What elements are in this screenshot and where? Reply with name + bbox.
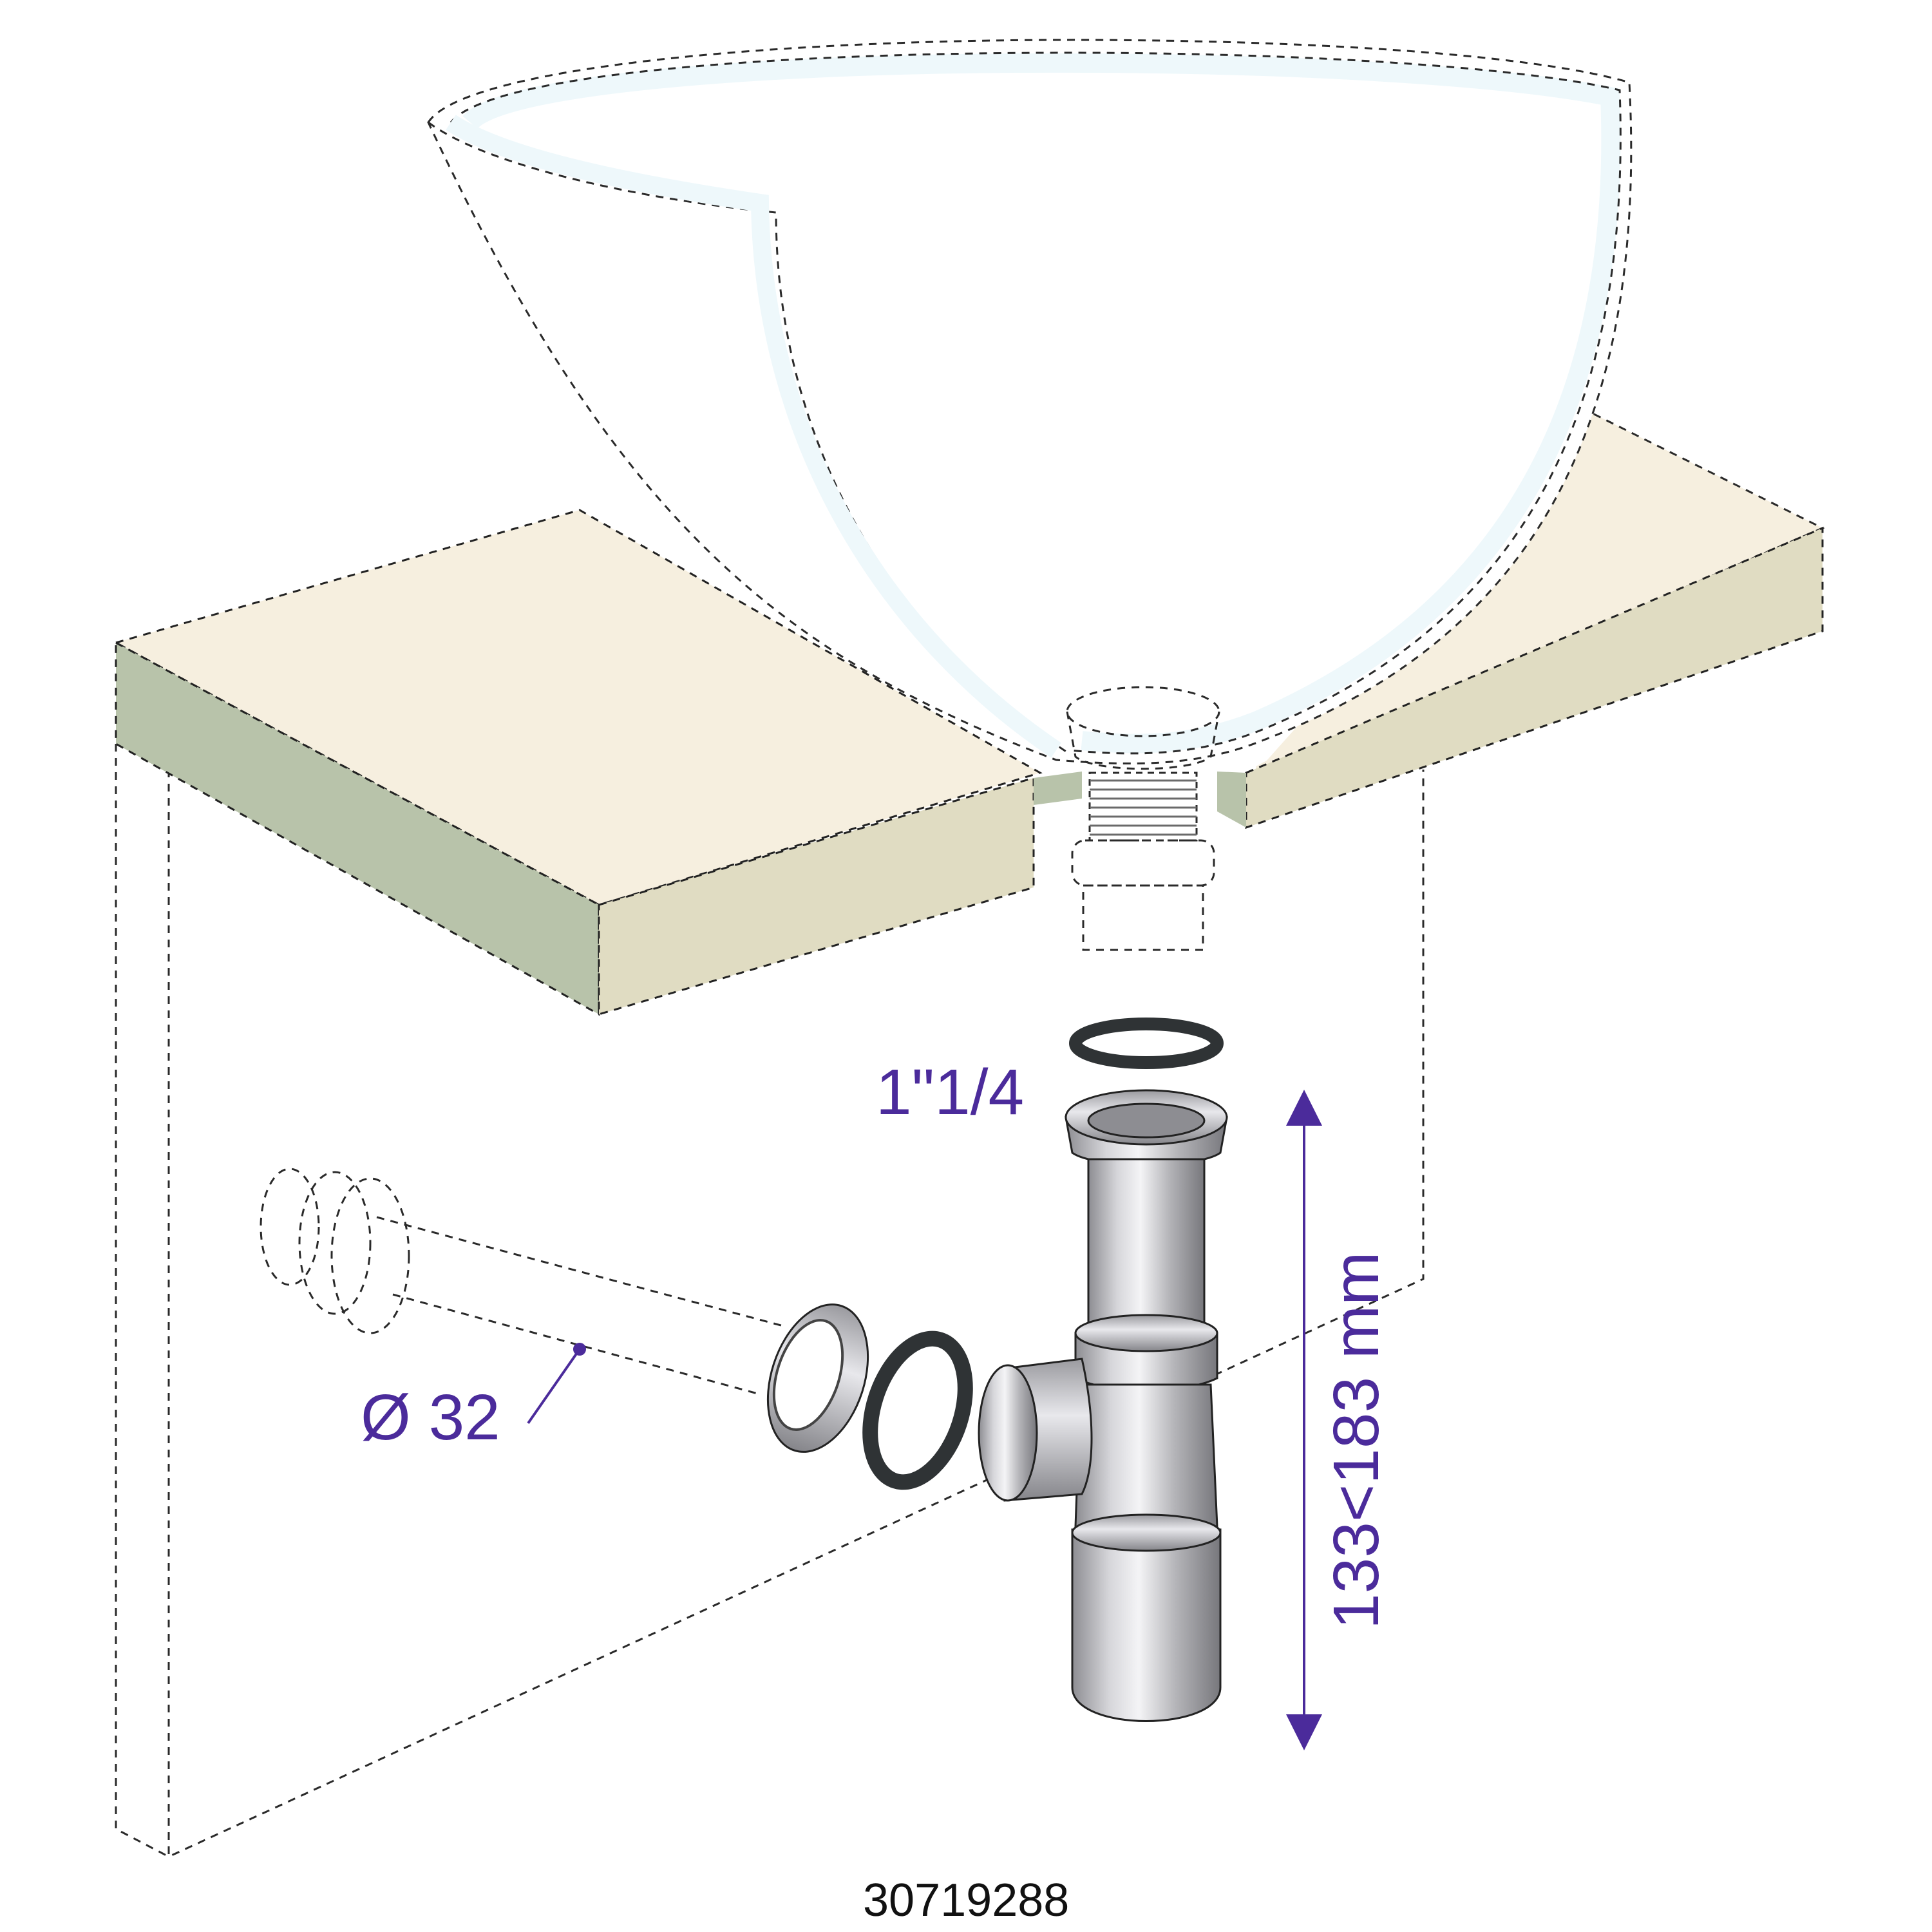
countertop-front-left [598,776,1035,1016]
cabinet-outline [115,744,1425,1859]
compression-nut [766,1303,869,1453]
side-gasket [862,1331,973,1490]
product-code-label: 30719288 [863,1875,1069,1926]
upper-gasket [1069,1018,1224,1069]
wall-drain-pipe [260,1168,786,1396]
pipe-diameter-label: Ø 32 [361,1381,500,1454]
height-range-label: 133<183 mm [1320,1252,1392,1629]
basin-outline [427,39,1633,765]
thread-size-label: 1"1/4 [876,1056,1024,1128]
diameter-leader-dot [573,1343,586,1356]
countertop [113,406,1825,1016]
bottle-siphon [978,1089,1228,1722]
drain-waste [1066,686,1220,951]
diameter-leader-line [527,1348,581,1425]
countertop-top-left [113,509,1043,906]
countertop-front-right [1245,526,1824,829]
